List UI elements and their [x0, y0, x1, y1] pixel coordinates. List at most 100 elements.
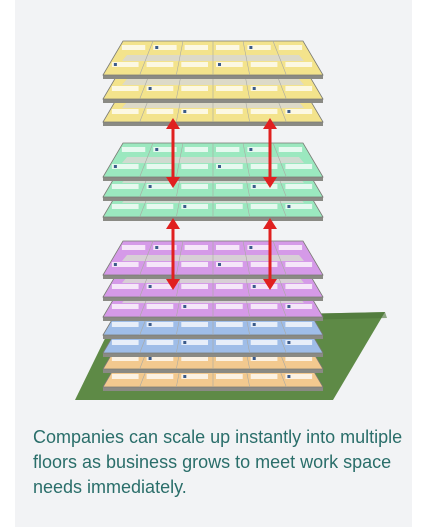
desk-block — [285, 109, 313, 114]
desk-block — [278, 45, 303, 50]
desk-block — [181, 374, 208, 379]
info-card: Companies can scale up instantly into mu… — [15, 0, 412, 527]
furniture-mark — [249, 148, 253, 151]
caption-text: Companies can scale up instantly into mu… — [33, 427, 403, 497]
desk-block — [216, 322, 243, 327]
furniture-mark — [183, 205, 187, 208]
desk-block — [216, 204, 243, 209]
desk-block — [184, 245, 208, 250]
desk-block — [250, 284, 278, 289]
partition-line — [139, 142, 154, 178]
desk-block — [181, 164, 208, 169]
desk-block — [285, 322, 313, 327]
desk-block — [216, 62, 243, 67]
desk-block — [121, 245, 146, 250]
arrow-head-up — [263, 118, 277, 129]
desk-block — [121, 45, 146, 50]
desk-block — [216, 245, 240, 250]
desk-block — [153, 45, 177, 50]
desk-block — [111, 304, 139, 309]
floor-stack-illustration — [15, 0, 412, 410]
arrow-bottom-left — [166, 218, 180, 290]
desk-block — [250, 164, 278, 169]
desk-block — [111, 262, 139, 267]
partition-line — [176, 240, 184, 276]
partition-line — [242, 240, 250, 276]
desk-block — [216, 45, 240, 50]
desk-block — [216, 147, 240, 152]
floor-edge — [103, 297, 323, 301]
desk-block — [216, 284, 243, 289]
furniture-mark — [148, 323, 152, 326]
partition-line — [272, 240, 287, 276]
desk-block — [285, 374, 313, 379]
arrow-head-down — [263, 177, 277, 188]
furniture-mark — [113, 263, 117, 266]
furniture-mark — [252, 285, 256, 288]
desk-block — [247, 245, 271, 250]
desk-block — [216, 356, 243, 361]
partition-line — [176, 142, 184, 178]
furniture-mark — [252, 185, 256, 188]
furniture-mark — [218, 63, 221, 66]
furniture-mark — [155, 46, 159, 49]
floor-edge — [103, 353, 323, 357]
partition-line — [272, 142, 287, 178]
desk-block — [146, 304, 174, 309]
furniture-mark — [148, 185, 152, 188]
desk-block — [250, 322, 278, 327]
partition-line — [242, 40, 250, 76]
desk-block — [250, 356, 278, 361]
desk-block — [250, 62, 278, 67]
furniture-mark — [287, 305, 291, 308]
desk-block — [181, 86, 208, 91]
desk-block — [285, 62, 313, 67]
desk-block — [250, 204, 278, 209]
furniture-mark — [287, 375, 291, 378]
desk-block — [181, 204, 208, 209]
desk-block — [181, 62, 208, 67]
desk-block — [181, 340, 208, 345]
floor-edge — [103, 99, 323, 103]
desk-block — [111, 374, 139, 379]
middle-stack-floor-3 — [102, 142, 324, 181]
furniture-mark — [252, 87, 256, 90]
arrow-head-down — [263, 279, 277, 290]
desk-block — [250, 184, 278, 189]
desk-block — [216, 340, 243, 345]
desk-block — [111, 340, 139, 345]
desk-block — [285, 284, 313, 289]
desk-block — [250, 340, 278, 345]
desk-block — [181, 304, 208, 309]
desk-block — [285, 184, 313, 189]
partition-line — [272, 40, 287, 76]
furniture-mark — [183, 305, 187, 308]
arrow-head-down — [166, 279, 180, 290]
furniture-mark — [183, 341, 187, 344]
desk-block — [250, 109, 278, 114]
furniture-mark — [252, 323, 256, 326]
desk-block — [278, 147, 303, 152]
desk-block — [250, 304, 278, 309]
desk-block — [216, 184, 243, 189]
desk-block — [111, 62, 139, 67]
floor-edge — [103, 317, 323, 321]
furniture-mark — [155, 246, 159, 249]
desk-block — [181, 262, 208, 267]
desk-block — [111, 322, 139, 327]
floor-edge — [103, 177, 323, 181]
desk-block — [146, 374, 174, 379]
floor-edge — [103, 387, 323, 391]
desk-block — [285, 356, 313, 361]
furniture-mark — [249, 46, 253, 49]
partition-line — [242, 142, 250, 178]
desk-block — [285, 86, 313, 91]
furniture-mark — [183, 110, 187, 113]
top-stack-floor-3 — [102, 40, 324, 79]
floor-stack-svg — [75, 40, 387, 400]
desk-block — [247, 147, 271, 152]
desk-block — [146, 356, 174, 361]
furniture-mark — [148, 87, 152, 90]
desk-block — [146, 184, 174, 189]
desk-block — [216, 86, 243, 91]
